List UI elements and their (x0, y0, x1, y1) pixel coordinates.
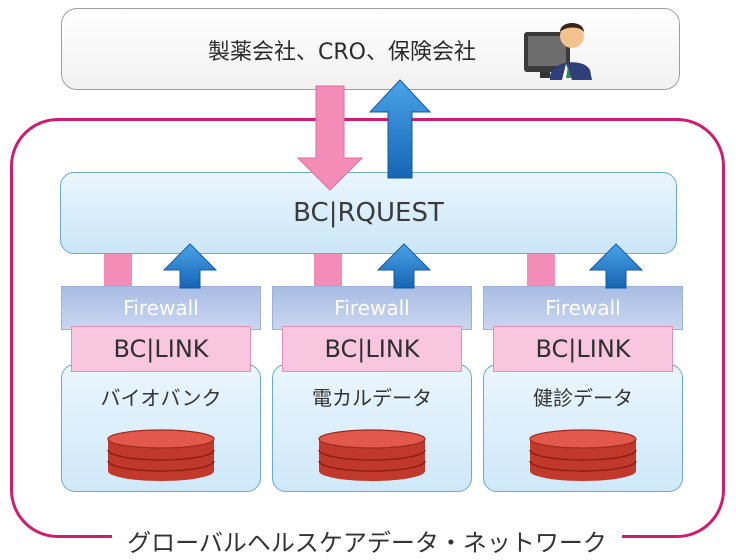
response-arrow-up (376, 243, 432, 289)
firewall-layer: Firewall (61, 286, 261, 330)
bc-link-label: BC|LINK (535, 335, 631, 363)
request-connector (527, 254, 555, 286)
bc-link-module: BC|LINK (71, 326, 251, 372)
bc-link-module: BC|LINK (493, 326, 673, 372)
data-source-unit-health-checkup: 健診データ Firewall BC|LINK (483, 286, 683, 492)
response-arrow-up (368, 79, 432, 179)
bc-rquest-label: BC|RQUEST (293, 198, 444, 228)
stakeholders-label: 製薬会社、CRO、保険会社 (208, 40, 476, 65)
request-arrow-down (296, 85, 364, 191)
response-arrow-up (162, 243, 218, 289)
data-source-label: 健診データ (533, 386, 633, 410)
firewall-label: Firewall (334, 296, 410, 320)
data-source-label: 電カルデータ (312, 386, 432, 410)
bc-rquest-platform: BC|RQUEST (60, 172, 677, 254)
database-icon (318, 429, 426, 481)
firewall-layer: Firewall (483, 286, 683, 330)
firewall-label: Firewall (123, 296, 199, 320)
data-source-unit-emr: 電カルデータ Firewall BC|LINK (272, 286, 472, 492)
request-connector (314, 254, 342, 286)
firewall-layer: Firewall (272, 286, 472, 330)
bc-link-label: BC|LINK (113, 335, 209, 363)
request-connector (104, 254, 132, 286)
bc-link-label: BC|LINK (324, 335, 420, 363)
user-computer-icon (524, 23, 592, 80)
data-source-unit-biobank: バイオバンク Firewall BC|LINK (61, 286, 261, 492)
network-label: グローバルヘルスケアデータ・ネットワーク (112, 522, 622, 558)
database-icon (107, 429, 215, 481)
data-source-label: バイオバンク (100, 386, 222, 410)
firewall-label: Firewall (545, 296, 621, 320)
response-arrow-up (588, 243, 644, 289)
bc-link-module: BC|LINK (282, 326, 462, 372)
database-icon (529, 429, 637, 481)
